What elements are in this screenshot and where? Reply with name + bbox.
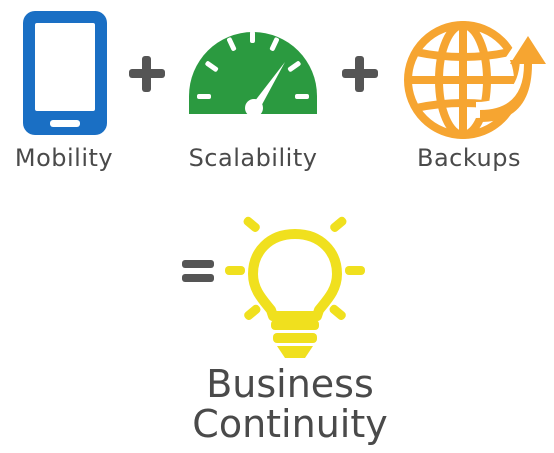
speedometer-icon [189,31,317,117]
mobility-label: Mobility [14,144,114,172]
plus-operator [129,56,165,92]
smartphone-icon [23,11,107,135]
plus-operator [342,56,378,92]
globe-upload-icon [404,21,548,139]
result-title-line2: Continuity [192,402,388,446]
equals-operator [182,260,214,282]
backups-label: Backups [417,144,521,172]
lightbulb-icon [225,216,365,358]
scalability-label: Scalability [188,144,318,172]
result-title-line1: Business [206,362,374,406]
